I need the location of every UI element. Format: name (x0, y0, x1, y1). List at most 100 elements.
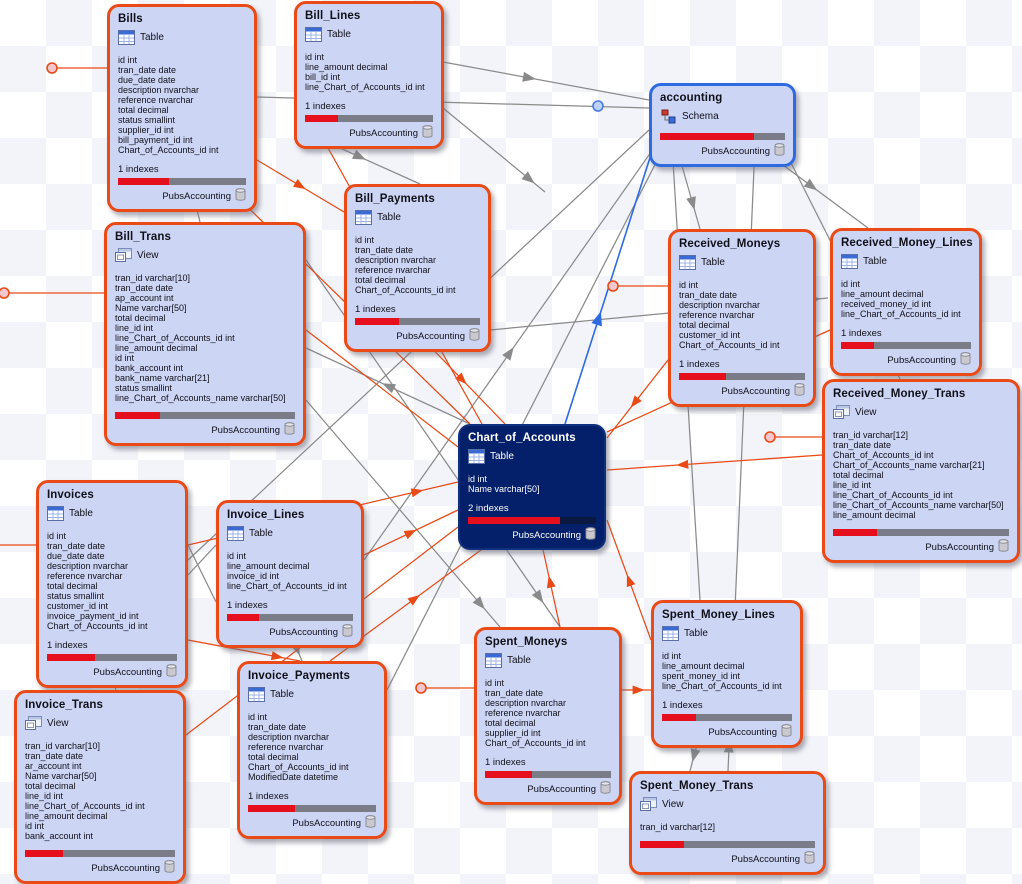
field-row: description nvarchar (485, 698, 567, 708)
field-row: total decimal (833, 470, 884, 480)
database-icon (794, 383, 805, 399)
edge-arrowhead-icon (690, 748, 701, 763)
field-row: tran_date date (833, 440, 892, 450)
node-title: Bill_Payments (355, 193, 435, 205)
storage-bar-fill (227, 614, 259, 621)
node-footer: PubsAccounting (115, 422, 295, 438)
edge-arrowhead-icon (407, 594, 420, 606)
field-row: received_money_id int (841, 299, 932, 309)
node-type-row: Table (485, 653, 611, 668)
storage-bar-fill (468, 517, 561, 524)
field-row: tran_id varchar[10] (115, 273, 191, 283)
edge-arrowhead-icon (410, 488, 424, 498)
storage-bar-fill (640, 841, 684, 848)
relationship-edge[interactable] (305, 329, 459, 448)
indexes-label: 1 indexes (305, 101, 346, 112)
edge-arrowhead-icon (522, 71, 536, 82)
field-row: line_Chart_of_Accounts_id int (841, 309, 961, 319)
storage-bar-fill (679, 373, 726, 380)
node-type-row: Table (248, 687, 376, 702)
node-type-row: Table (679, 255, 805, 270)
node-type-row: Table (468, 449, 596, 464)
indexes-label: 1 indexes (841, 328, 882, 339)
edge-arrowhead-icon (403, 529, 417, 540)
indexes-label: 1 indexes (679, 359, 720, 370)
node-footer: PubsAccounting (660, 143, 785, 159)
database-icon (600, 781, 611, 797)
field-row: line_amount decimal (305, 62, 388, 72)
field-row: line_Chart_of_Accounts_id int (305, 82, 425, 92)
database-name-label: PubsAccounting (512, 529, 581, 541)
field-row: total decimal (485, 718, 536, 728)
field-row: due_date date (118, 75, 176, 85)
relationship-edge[interactable] (187, 544, 217, 603)
relationship-edge[interactable] (305, 399, 501, 628)
connector-anchor[interactable] (415, 682, 427, 694)
table-icon (841, 254, 858, 269)
field-row: Chart_of_Accounts_id int (47, 621, 148, 631)
relationship-edge[interactable] (386, 144, 666, 691)
storage-bar (833, 529, 1009, 536)
edge-arrowhead-icon (630, 395, 642, 408)
database-icon (998, 539, 1009, 555)
field-row: line_Chart_of_Accounts_id int (662, 681, 782, 691)
field-row: supplier_id int (485, 728, 541, 738)
edge-arrowhead-icon (632, 685, 645, 695)
node-type-row: View (115, 248, 295, 263)
node-kind-label: View (47, 718, 69, 729)
database-name-label: PubsAccounting (701, 145, 770, 157)
field-row: tran_date date (679, 290, 738, 300)
connector-anchor[interactable] (592, 100, 604, 112)
relationship-edge[interactable] (442, 61, 650, 101)
field-row: Chart_of_Accounts_id int (118, 145, 219, 155)
database-icon (166, 664, 177, 680)
connector-anchor[interactable] (607, 280, 619, 292)
relationship-edge[interactable] (187, 544, 217, 576)
field-row: reference nvarchar (47, 571, 123, 581)
connector-anchor[interactable] (0, 287, 10, 299)
edge-arrowhead-icon (472, 596, 485, 610)
field-row: Chart_of_Accounts_id int (355, 285, 456, 295)
field-row: ModifiedDate datetime (248, 772, 339, 782)
node-footer: PubsAccounting (47, 664, 177, 680)
field-row: description nvarchar (355, 255, 437, 265)
edge-arrowhead-icon (626, 574, 636, 588)
field-row: id int (305, 52, 325, 62)
edge-arrowhead-icon (293, 179, 306, 190)
node-footer: PubsAccounting (833, 539, 1009, 555)
indexes-label: 1 indexes (248, 791, 289, 802)
connector-anchor[interactable] (46, 62, 58, 74)
database-name-label: PubsAccounting (708, 726, 777, 738)
field-row: customer_id int (47, 601, 109, 611)
field-row: id int (355, 235, 375, 245)
relationship-edge[interactable] (606, 454, 823, 471)
database-icon (284, 422, 295, 438)
storage-bar (679, 373, 805, 380)
field-row: line_Chart_of_Accounts_name varchar[50] (115, 393, 286, 403)
node-title: Invoice_Lines (227, 509, 305, 521)
indexes-label: 1 indexes (355, 304, 396, 315)
node-footer: PubsAccounting (248, 815, 376, 831)
connector-anchor[interactable] (764, 431, 776, 443)
storage-bar (118, 178, 246, 185)
